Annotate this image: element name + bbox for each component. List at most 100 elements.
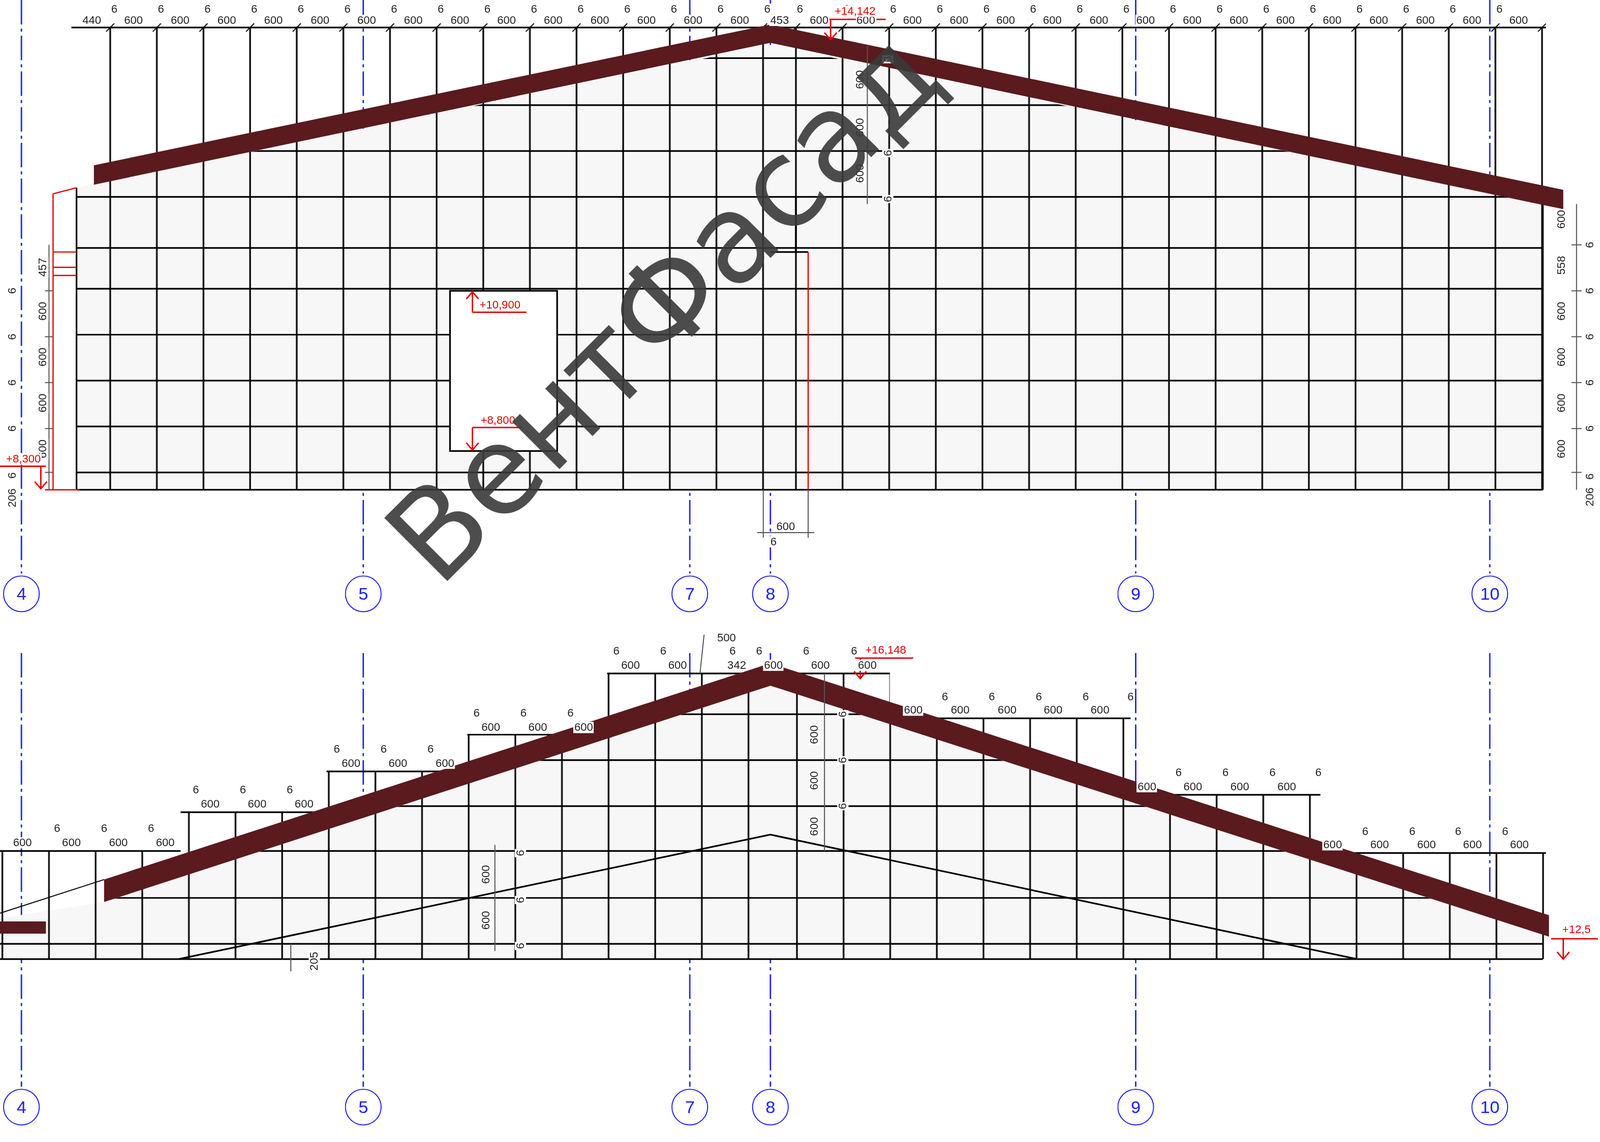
dimension-text: 600 <box>1555 208 1567 230</box>
dimension-text: 600 <box>949 704 971 716</box>
dimension-text: 600 <box>60 837 82 849</box>
dimension-text: 6 <box>1262 3 1271 15</box>
dimension-text: 600 <box>1088 14 1110 26</box>
axis-number: 4 <box>16 1098 27 1116</box>
dimension-text: 600 <box>434 757 456 769</box>
dimension-text: 6 <box>1034 691 1043 703</box>
dimension-text: 600 <box>1089 704 1111 716</box>
dimension-text: 6 <box>1584 286 1596 295</box>
dimension-text: 600 <box>309 14 331 26</box>
dimension-text: 440 <box>81 14 103 26</box>
dimension-text: 600 <box>216 14 238 26</box>
dimension-text: 6 <box>379 743 388 755</box>
dimension-text: 6 <box>1584 472 1596 481</box>
dimension-text: 600 <box>356 14 378 26</box>
axis-number: 8 <box>765 1098 776 1116</box>
axis-bubble: 7 <box>671 575 709 612</box>
dimension-text: 600 <box>246 798 268 810</box>
dimension-text: 600 <box>808 14 830 26</box>
axis-number: 10 <box>1480 1098 1500 1116</box>
axis-number: 4 <box>16 585 27 603</box>
dimension-text: 6 <box>1081 691 1090 703</box>
dimension-text: 6 <box>514 941 527 950</box>
dimension-text: 600 <box>480 864 492 885</box>
dimension-text: 600 <box>1229 781 1251 793</box>
dimension-text: 600 <box>762 659 784 671</box>
axis-bubble: 9 <box>1117 1088 1154 1126</box>
elevation-mark: +10,900 <box>478 299 522 311</box>
dimension-text: 6 <box>769 536 778 548</box>
dimension-text: 6 <box>1361 825 1370 838</box>
dimension-text: 600 <box>635 14 657 26</box>
dimension-text: 6 <box>882 194 894 203</box>
elevation-mark: +8,300 <box>5 453 42 465</box>
axis-number: 9 <box>1130 585 1141 603</box>
dimension-text: 500 <box>716 632 737 644</box>
dimension-text: 6 <box>203 3 212 15</box>
dimension-text: 6 <box>849 645 858 657</box>
dimension-text: 600 <box>542 14 564 26</box>
dimension-text: 600 <box>403 14 424 26</box>
dimension-text: 6 <box>1215 3 1224 15</box>
dimension-text: 6 <box>238 784 248 796</box>
dimension-text: 6 <box>935 3 944 15</box>
axis-bubble: 5 <box>345 575 382 612</box>
dimension-text: 600 <box>996 704 1018 716</box>
dimension-text: 6 <box>1584 240 1596 250</box>
dimension-text: 6 <box>837 802 849 811</box>
dimension-text: 600 <box>573 721 595 733</box>
dimension-text: 600 <box>948 14 970 26</box>
dimension-text: 6 <box>1584 424 1596 433</box>
dimension-text: 6 <box>716 3 725 15</box>
dimension-text: 600 <box>107 837 129 849</box>
dimension-text: 600 <box>496 14 517 26</box>
dimension-text: 600 <box>902 14 923 26</box>
dimension-text: 342 <box>726 659 748 671</box>
dimension-text: 6 <box>659 645 668 657</box>
dimension-text: 600 <box>856 659 878 671</box>
axis-bubble: 8 <box>752 1088 789 1126</box>
dimension-text: 6 <box>6 286 18 295</box>
dimension-text: 600 <box>1555 346 1567 368</box>
dimension-text: 600 <box>37 300 49 322</box>
dimension-text: 6 <box>1584 378 1596 387</box>
dimension-text: 600 <box>775 520 796 533</box>
dimension-text: 453 <box>768 14 790 26</box>
axis-bubble: 8 <box>752 575 789 612</box>
dimension-text: 6 <box>343 3 352 15</box>
dimension-text: 600 <box>293 798 315 810</box>
dimension-text: 600 <box>12 837 34 849</box>
dimension-text: 6 <box>483 3 492 15</box>
dimension-text: 6 <box>1402 3 1411 15</box>
dimension-text: 600 <box>1462 839 1484 851</box>
dimension-text: 600 <box>480 909 492 931</box>
dimension-text: 6 <box>1355 3 1364 15</box>
dimension-text: 6 <box>1221 766 1230 779</box>
dimension-text: 600 <box>729 14 751 26</box>
dimension-text: 600 <box>1509 839 1530 851</box>
dimension-text: 6 <box>389 3 398 15</box>
dimension-text: 6 <box>6 424 18 433</box>
dimension-text: 600 <box>37 392 49 414</box>
dimension-text: 6 <box>1454 825 1463 838</box>
axis-number: 5 <box>358 1098 368 1116</box>
dimension-text: 6 <box>191 784 200 796</box>
dimension-text: 600 <box>620 659 641 671</box>
dimension-text: 6 <box>888 3 898 15</box>
elevation-mark: +12,5 <box>1561 924 1592 936</box>
dimension-text: 6 <box>982 3 991 15</box>
dimension-text: 6 <box>529 3 538 15</box>
dimension-text: 6 <box>1075 3 1084 15</box>
dimension-text: 6 <box>514 848 527 857</box>
dimension-text: 6 <box>802 645 811 657</box>
dimension-text: 600 <box>1276 781 1298 793</box>
dimension-text: 6 <box>1448 3 1457 15</box>
dimension-text: 6 <box>837 710 849 719</box>
dimension-text: 600 <box>1322 839 1344 851</box>
dimension-text: 600 <box>1555 300 1567 322</box>
dimension-text: 6 <box>296 3 305 15</box>
dimension-text: 6 <box>332 743 341 755</box>
dimension-text: 6 <box>1126 691 1135 703</box>
dimension-text: 600 <box>1461 14 1483 26</box>
dimension-text: 6 <box>576 3 585 15</box>
